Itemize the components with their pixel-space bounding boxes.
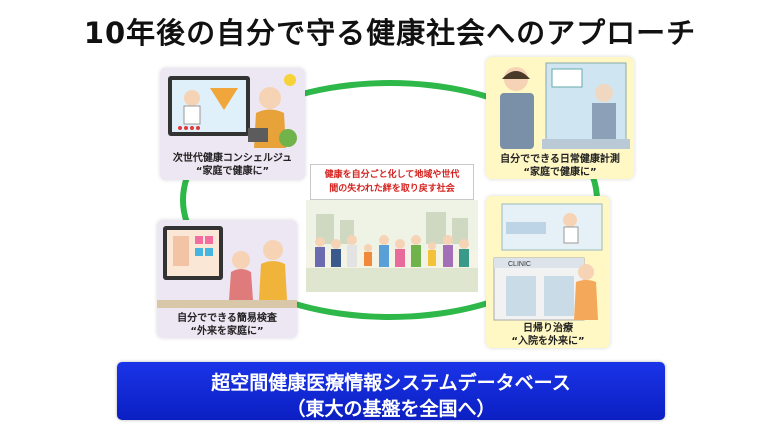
center-caption: 健康を自分ごと化して地域や世代 間の失われた絆を取り戻す社会 bbox=[310, 164, 474, 200]
panel-sublabel: “家庭で健康に” bbox=[523, 167, 597, 178]
panel-label: 日帰り治療 bbox=[523, 323, 573, 334]
panel-health-concierge: 次世代健康コンシェルジュ “家庭で健康に” bbox=[160, 68, 305, 180]
panel-label: 次世代健康コンシェルジュ bbox=[172, 153, 293, 164]
clinic-sign-text: CLINIC bbox=[508, 261, 531, 268]
center-caption-line1: 健康を自分ごと化して地域や世代 bbox=[324, 170, 460, 180]
home-test-illustration bbox=[157, 226, 297, 308]
banner-line1: 超空間健康医療情報システムデータベース bbox=[211, 372, 571, 394]
clinic-illustration: CLINIC bbox=[493, 203, 603, 321]
panel-daily-measurement: 自分でできる日常健康計測 “家庭で健康に” bbox=[486, 57, 634, 179]
panel-sublabel: “家庭で健康に” bbox=[195, 166, 270, 177]
database-banner: 超空間健康医療情報システムデータベース （東大の基盤を全国へ） bbox=[117, 362, 665, 420]
center-caption-line2: 間の失われた絆を取り戻す社会 bbox=[329, 184, 455, 194]
panel-label: 自分でできる日常健康計測 bbox=[500, 154, 620, 165]
people-row bbox=[315, 235, 469, 267]
community-illustration bbox=[306, 200, 478, 292]
panel-sublabel: “外来を家庭に” bbox=[190, 326, 264, 337]
panel-label: 自分でできる簡易検査 bbox=[177, 313, 277, 324]
panel-sublabel: “入院を外来に” bbox=[511, 336, 585, 347]
panel-day-treatment: CLINIC 日帰り治療 “入院を外来に” bbox=[486, 196, 610, 348]
page-title: 10年後の自分で守る健康社会へのアプローチ bbox=[83, 16, 697, 50]
panel-simple-test: 自分でできる簡易検査 “外来を家庭に” bbox=[157, 220, 297, 338]
banner-line2: （東大の基盤を全国へ） bbox=[286, 398, 496, 420]
tv-concierge-illustration bbox=[168, 74, 297, 148]
mirror-measurement-illustration bbox=[500, 62, 630, 149]
